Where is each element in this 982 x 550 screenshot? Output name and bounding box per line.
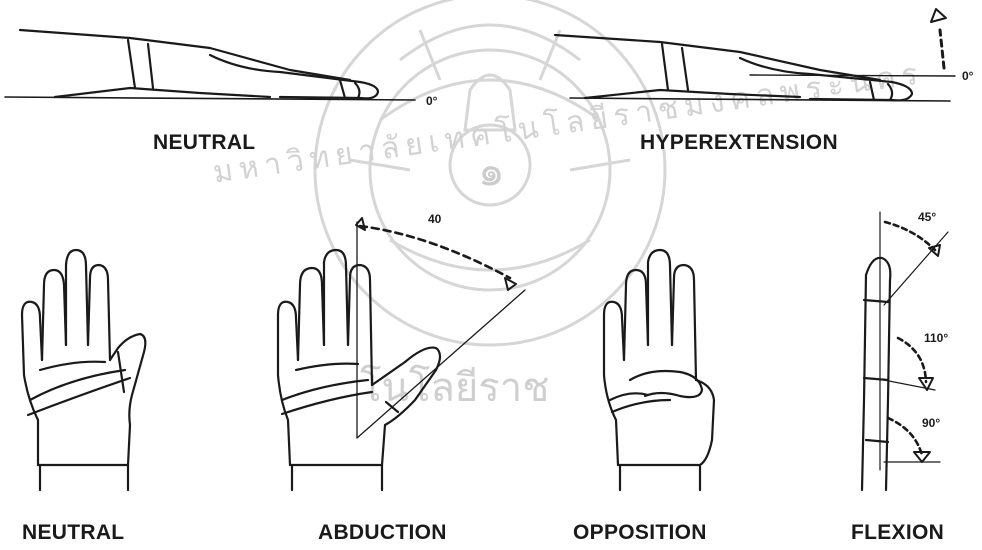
label-abduction: ABDUCTION bbox=[318, 521, 447, 545]
hand-neutral bbox=[22, 250, 145, 490]
angle-top-neutral: 0° bbox=[426, 94, 437, 108]
finger-flexion bbox=[862, 212, 948, 490]
hand-abduction bbox=[278, 218, 525, 490]
angle-abduction: 40 bbox=[428, 212, 441, 226]
angle-top-hyperextension: 0° bbox=[962, 69, 973, 83]
label-neutral: NEUTRAL bbox=[22, 521, 124, 545]
label-flexion: FLEXION bbox=[851, 521, 944, 545]
label-top-hyperextension: HYPEREXTENSION bbox=[640, 131, 838, 155]
angle-flexion-90: 90° bbox=[922, 416, 940, 430]
angle-flexion-45: 45° bbox=[918, 210, 936, 224]
side-view-neutral bbox=[5, 30, 415, 100]
label-top-neutral: NEUTRAL bbox=[153, 131, 255, 155]
side-view-hyperextension bbox=[555, 9, 955, 101]
hand-opposition bbox=[604, 250, 714, 490]
angle-flexion-110: 110° bbox=[924, 331, 948, 345]
label-opposition: OPPOSITION bbox=[573, 521, 707, 545]
